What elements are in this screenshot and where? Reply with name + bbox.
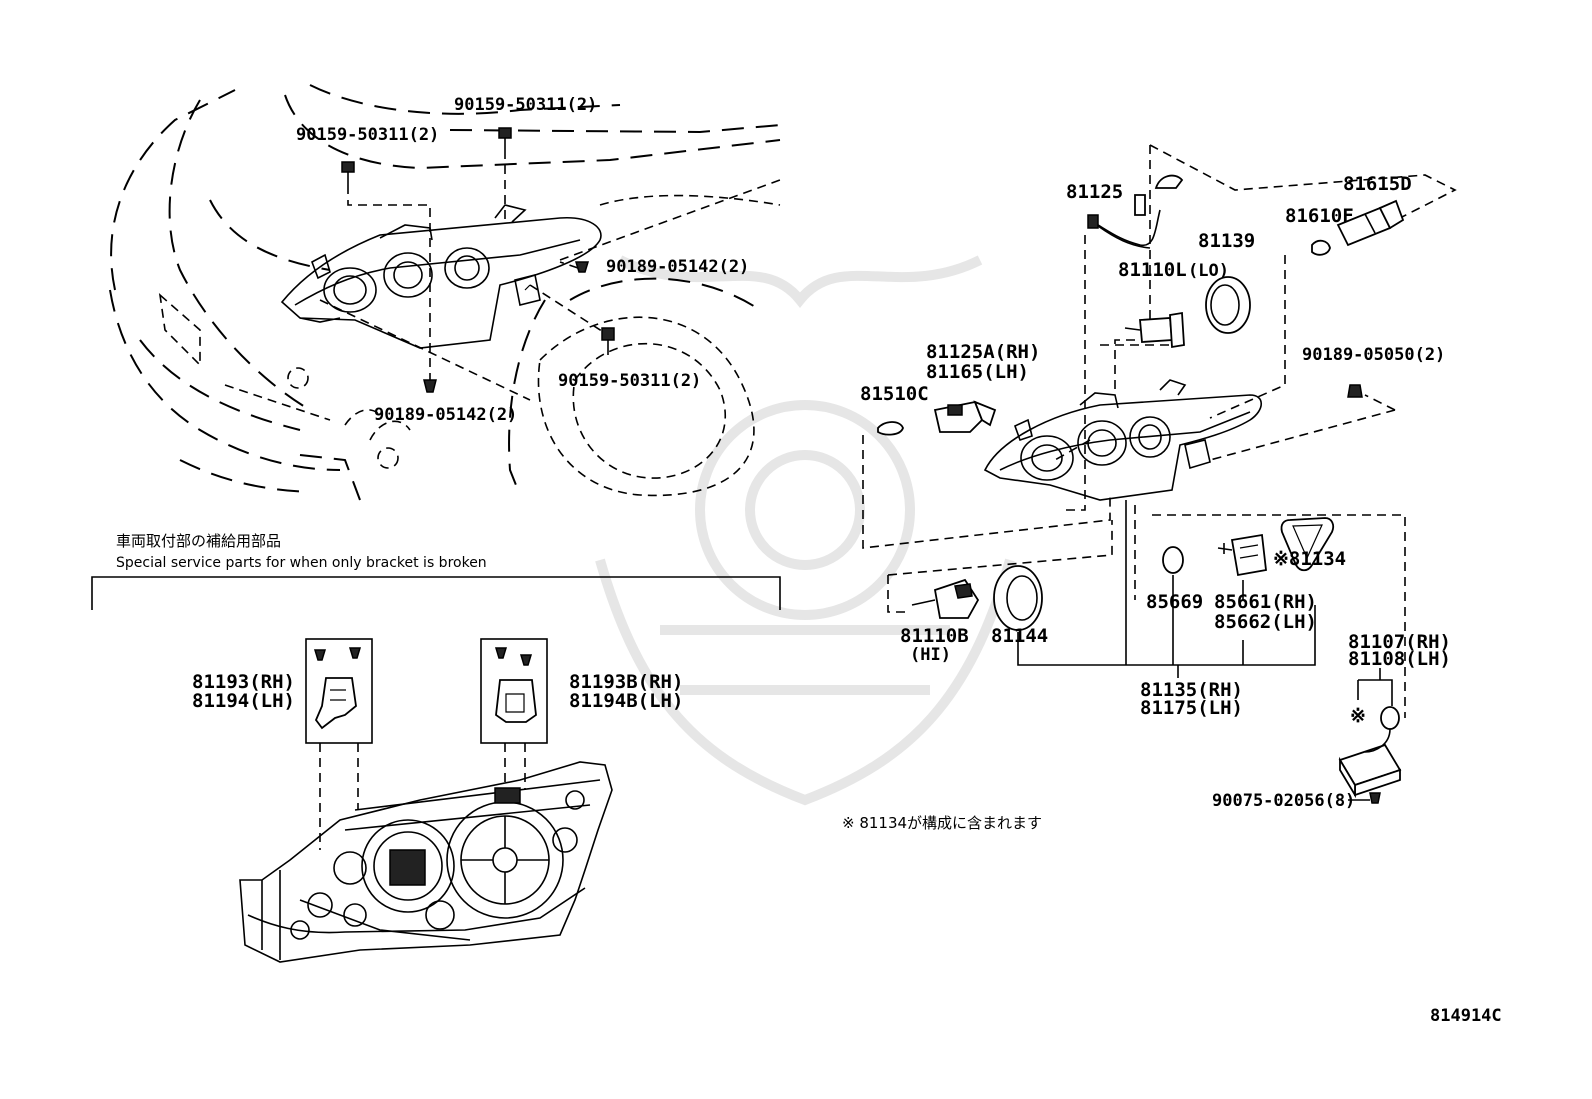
bulb-81510C	[877, 421, 904, 436]
label-81144: 81144	[991, 625, 1048, 647]
label-81194: 81194(LH)	[192, 690, 295, 712]
label-85662: 85662(LH)	[1214, 611, 1317, 633]
bolt-icon	[601, 327, 615, 355]
service-parts-title-en: Special service parts for when only brac…	[116, 555, 487, 571]
bulb-81615D	[1336, 199, 1405, 247]
clip-icon	[574, 261, 590, 273]
label-90189-05142-bottom: 90189-05142(2)	[374, 405, 517, 425]
label-81610F: 81610F	[1285, 205, 1354, 227]
ring-81144	[993, 565, 1043, 631]
clip-90189-05050	[1347, 384, 1363, 398]
wire-harness-81125	[1087, 174, 1184, 249]
vehicle-front-view	[109, 84, 781, 501]
label-81510C: 81510C	[860, 383, 929, 405]
label-81125A: 81125A(RH)	[926, 341, 1040, 363]
bracket-box-81193B	[480, 638, 548, 744]
label-81175: 81175(LH)	[1140, 697, 1243, 719]
ring-81139	[1205, 276, 1251, 334]
bracket-81193B-part	[494, 647, 537, 723]
right-leader-lines	[1017, 500, 1393, 801]
service-parts-bracket	[91, 576, 781, 610]
label-81110B: 81110B	[900, 625, 969, 647]
watermark-emblem	[595, 255, 1015, 806]
label-81193B: 81193B(RH)	[569, 671, 683, 693]
actuator-85661	[1217, 533, 1267, 577]
label-81110L-lo: (LO)	[1188, 261, 1229, 281]
label-81110L: 81110L	[1118, 259, 1187, 281]
label-81615D: 81615D	[1343, 173, 1412, 195]
included-parts-note: ※ 81134が構成に含まれます	[842, 814, 1042, 832]
bulb-81110L	[1124, 311, 1185, 349]
label-81193: 81193(RH)	[192, 671, 295, 693]
label-90159-50311-top-center: 90159-50311(2)	[454, 95, 597, 115]
label-81194B: 81194B(LH)	[569, 690, 683, 712]
oring-85669	[1162, 546, 1184, 574]
gasket-81134	[1280, 517, 1335, 572]
label-81110B-hi: (HI)	[910, 645, 951, 665]
label-90189-05050: 90189-05050(2)	[1302, 345, 1445, 365]
label-81165: 81165(LH)	[926, 361, 1029, 383]
headlamp-assembly-right	[983, 379, 1263, 501]
label-90159-50311-lower: 90159-50311(2)	[558, 371, 701, 391]
figure-code: 814914C	[1430, 1006, 1502, 1026]
bulb-81110B	[911, 578, 980, 619]
label-81134: ※81134	[1273, 548, 1346, 570]
label-90159-50311-top-left: 90159-50311(2)	[296, 125, 439, 145]
label-81135: 81135(RH)	[1140, 679, 1243, 701]
clip-icon	[423, 379, 437, 393]
bolt-icon	[498, 127, 512, 150]
label-asterisk: ※	[1350, 705, 1366, 727]
service-parts-title-jp: 車両取付部の補給用部品	[116, 532, 281, 550]
label-90075-02056: 90075-02056(8)	[1212, 791, 1355, 811]
top-left-leaders	[341, 127, 615, 393]
bolt-icon	[341, 161, 355, 185]
label-81108: 81108(LH)	[1348, 648, 1451, 670]
bracket-box-81193	[305, 638, 373, 744]
socket-81125A	[933, 400, 997, 433]
label-85661: 85661(RH)	[1214, 591, 1317, 613]
label-90189-05142-right: 90189-05142(2)	[606, 257, 749, 277]
headlamp-rear-view	[239, 761, 613, 963]
bracket-81193-part	[313, 647, 362, 730]
label-81107: 81107(RH)	[1348, 631, 1451, 653]
bulb-81610F	[1311, 239, 1331, 256]
label-85669: 85669	[1146, 591, 1203, 613]
label-81139: 81139	[1198, 230, 1255, 252]
ballast-81107	[1338, 706, 1402, 804]
label-81125: 81125	[1066, 181, 1123, 203]
